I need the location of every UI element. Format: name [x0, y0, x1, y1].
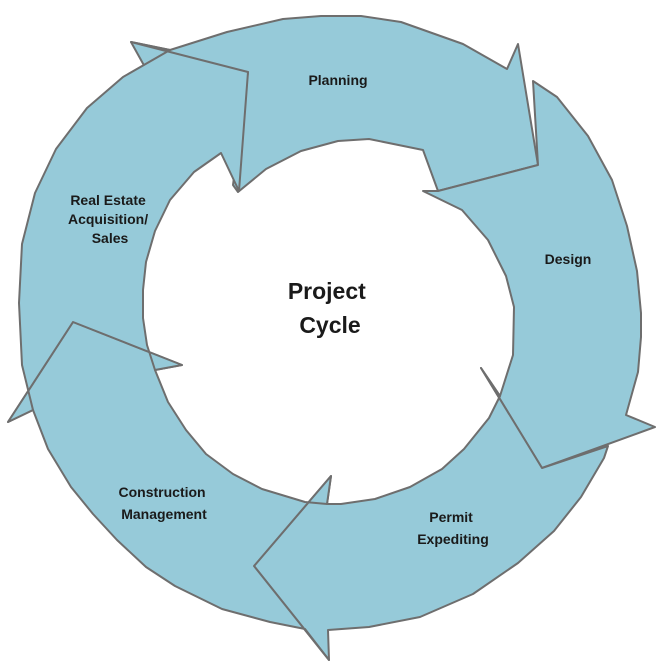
- arrow-segment-design: [422, 80, 656, 469]
- arrow-segment-real-estate-acquisition-sales: [7, 41, 249, 423]
- stage-label-planning: Planning: [308, 72, 367, 88]
- cycle-arrows: [7, 15, 656, 661]
- stage-labels: Planning Design Permit Expediting Constr…: [68, 72, 591, 547]
- arrow-segment-planning: [130, 15, 539, 193]
- stage-label-design: Design: [545, 251, 592, 267]
- stage-label-construction-management: Construction Management: [119, 484, 210, 522]
- stage-label-real-estate-acquisition-sales: Real Estate Acquisition/ Sales: [68, 192, 152, 246]
- stage-label-permit-expediting: Permit Expediting: [417, 509, 489, 547]
- center-title: Project Cycle: [288, 278, 372, 338]
